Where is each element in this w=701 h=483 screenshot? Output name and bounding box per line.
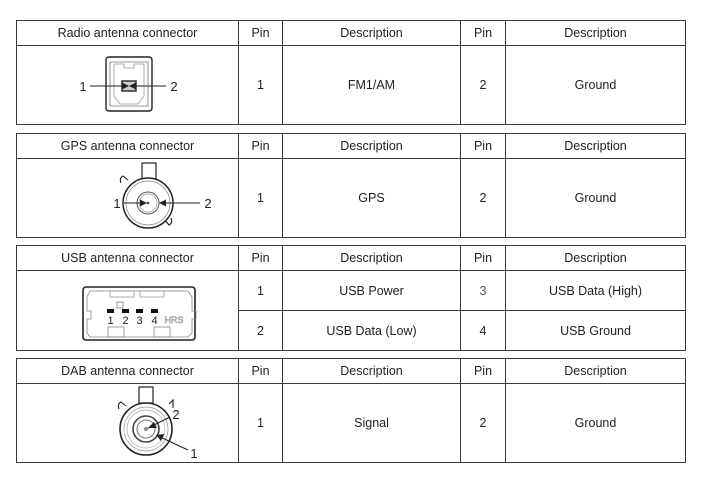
pin-header: Pin [460,245,506,271]
description-header: Description [282,245,461,271]
usb-connector-table: USB antenna connector Pin Description Pi… [16,245,686,351]
pin-label: 2 [172,407,179,422]
pin-header: Pin [460,133,506,159]
brand-label: HRS [164,315,183,325]
description-cell: FM1/AM [282,45,461,125]
description-header: Description [282,133,461,159]
pin-label: 1 [107,315,113,327]
pin-label: 2 [122,315,128,327]
connector-name: USB antenna connector [16,245,239,271]
connector-name: DAB antenna connector [16,358,239,384]
pin-header: Pin [238,358,283,384]
pin-header: Pin [460,20,506,46]
gps-connector-table: GPS antenna connector Pin Description Pi… [16,133,686,238]
pin-cell: 1 [238,158,283,238]
description-cell: USB Data (High) [505,270,686,311]
dab-connector-diagram: 2 1 [16,383,239,463]
description-header: Description [505,20,686,46]
pin-cell: 1 [238,45,283,125]
description-header: Description [505,358,686,384]
pin-cell: 2 [460,158,506,238]
dab-connector-table: DAB antenna connector Pin Description Pi… [16,358,686,463]
pin-cell: 4 [460,310,506,351]
pin-cell: 2 [238,310,283,351]
table-row: 1 2 1 FM1/AM 2 Ground [16,45,686,125]
description-cell: USB Power [282,270,461,311]
description-header: Description [282,358,461,384]
pin-label: 1 [113,196,120,211]
description-cell: USB Data (Low) [282,310,461,351]
connector-name: GPS antenna connector [16,133,239,159]
pin-header: Pin [238,133,283,159]
radio-connector-icon: 1 2 [79,56,177,112]
table-row: 2 USB Data (Low) 4 USB Ground [17,310,686,351]
pin-cell: 2 [460,45,506,125]
table-row: 2 1 1 Signal 2 Ground [16,383,686,463]
connector-name: Radio antenna connector [16,20,239,46]
table-row: 1 2 3 4 HRS 1 USB Power 3 USB Data (High… [16,270,686,351]
dab-connector-icon: 2 1 [117,386,197,461]
pin-label: 1 [190,446,197,461]
usb-connector-diagram: 1 2 3 4 HRS [16,270,239,351]
description-header: Description [505,133,686,159]
radio-connector-diagram: 1 2 [16,45,239,125]
radio-connector-table: Radio antenna connector Pin Description … [16,20,686,125]
description-header: Description [505,245,686,271]
pin-header: Pin [460,358,506,384]
pin-cell: 1 [238,270,283,311]
pin-label: 3 [136,315,142,327]
pin-label: 4 [151,315,157,327]
pin-cell: 1 [238,383,283,463]
gps-connector-icon: 1 2 [113,162,211,229]
description-cell: Ground [505,383,686,463]
pin-label: 2 [170,79,177,94]
pin-cell: 2 [460,383,506,463]
table-row: 1 2 1 GPS 2 Ground [16,158,686,238]
gps-connector-diagram: 1 2 [16,158,239,238]
description-cell: GPS [282,158,461,238]
usb-connector-icon: 1 2 3 4 HRS [81,285,196,341]
pin-header: Pin [238,20,283,46]
description-cell: USB Ground [505,310,686,351]
pin-header: Pin [238,245,283,271]
pin-label: 2 [204,196,211,211]
pin-label: 1 [79,79,86,94]
description-header: Description [282,20,461,46]
description-cell: Ground [505,158,686,238]
pin-cell: 3 [460,270,506,311]
description-cell: Ground [505,45,686,125]
description-cell: Signal [282,383,461,463]
